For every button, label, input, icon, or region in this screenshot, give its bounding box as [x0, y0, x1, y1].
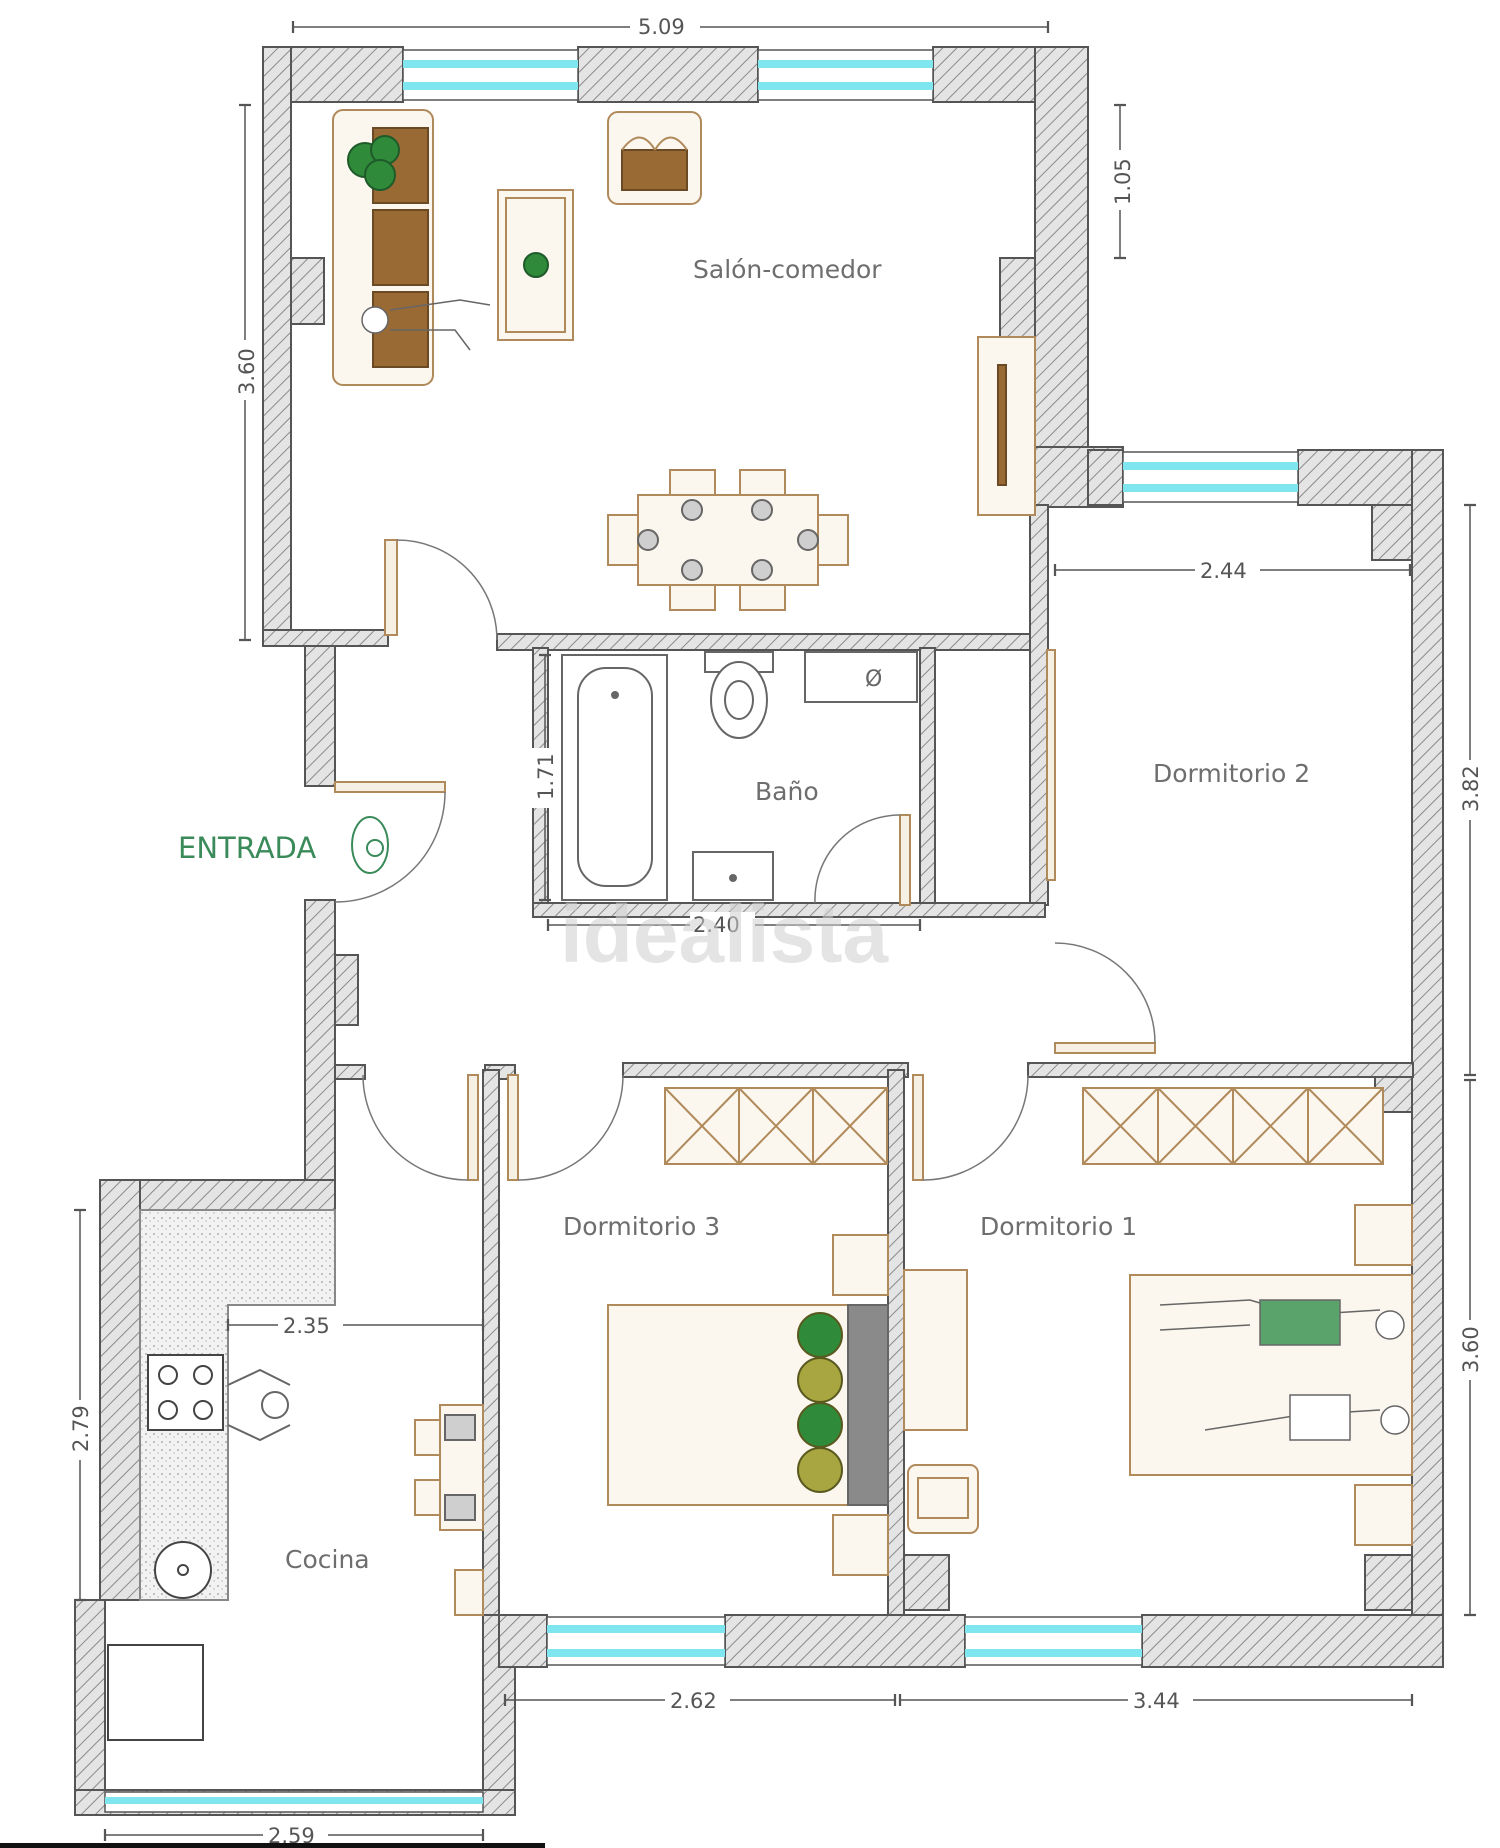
door-kitchen	[362, 1074, 479, 1181]
bed-dorm3	[607, 1234, 889, 1576]
dim-bano-height: 1.71	[534, 753, 558, 800]
bath-cabinet: Ø	[804, 651, 918, 703]
watermark: idealista	[560, 889, 890, 980]
wall-salon-right-upper	[1034, 46, 1089, 448]
window-kitchen	[104, 1791, 484, 1813]
wall-hall-bottom-c	[622, 1062, 909, 1078]
wall-bottom-a	[498, 1614, 548, 1668]
window-dorm2	[1122, 451, 1299, 503]
wall-salon-left	[262, 46, 292, 643]
room-label-dormitorio-1: Dormitorio 1	[980, 1212, 1137, 1241]
window-dorm3	[546, 1616, 726, 1666]
wall-right-outer	[1411, 449, 1444, 1666]
dim-top-width: 5.09	[638, 15, 685, 39]
room-label-bano: Baño	[755, 777, 819, 806]
dim-salon-height: 3.60	[235, 348, 259, 395]
kitchen-person	[227, 1368, 291, 1442]
svg-text:Ø: Ø	[865, 667, 882, 692]
wall-dorm2-pilaster	[1371, 504, 1413, 561]
wall-kitchen-left	[99, 1179, 141, 1601]
dining-table	[607, 469, 849, 611]
door-dorm2	[1054, 942, 1156, 1054]
wall-bano-right	[919, 647, 936, 904]
doors	[334, 539, 1156, 1181]
wardrobe-dorm3	[664, 1087, 888, 1165]
bath-sink	[692, 851, 774, 901]
armchair	[607, 111, 702, 205]
wall-kitchen-left-lower	[74, 1599, 106, 1816]
entrance-icon	[351, 816, 389, 874]
wall-dorm3-dorm1	[887, 1069, 905, 1616]
dim-dorm3-width: 2.62	[670, 1689, 717, 1713]
windows	[104, 49, 1299, 1813]
bathtub	[561, 654, 668, 901]
wall-salon-right-pilaster	[999, 257, 1036, 339]
kitchen-table	[414, 1404, 484, 1616]
plant-salon	[347, 135, 400, 191]
window-dorm1	[964, 1616, 1143, 1666]
wall-salon-bottom-left	[262, 629, 389, 647]
dimension-labels: 5.09 1.05 3.60 2.44 3.82 1.71 2.40 2.35 …	[66, 12, 1484, 1848]
bed-dorm1	[1129, 1204, 1413, 1546]
door-bano	[814, 814, 911, 906]
entrance-label: ENTRADA	[178, 831, 316, 865]
door-dorm3	[507, 1074, 624, 1181]
room-labels: Salón-comedor Dormitorio 2 Baño Dormitor…	[178, 255, 1310, 1574]
door-salon	[384, 539, 498, 641]
coffee-table	[497, 189, 574, 341]
dim-cocina-height: 2.79	[69, 1405, 93, 1452]
dim-cocina-width: 2.35	[283, 1314, 330, 1338]
sliding-door-dorm2-closet	[1046, 649, 1056, 881]
room-label-salon: Salón-comedor	[693, 255, 882, 284]
door-dorm1	[912, 1074, 1029, 1181]
dim-dorm2-height: 3.82	[1459, 765, 1483, 812]
desk-dorm1	[903, 1269, 979, 1534]
wall-dorm2-left	[1029, 504, 1049, 906]
wall-salon-bottom-right	[496, 633, 1038, 651]
dim-salon-window-offset: 1.05	[1111, 158, 1135, 205]
wall-hall-bottom-a	[334, 1064, 366, 1080]
kitchen-sink	[154, 1541, 212, 1599]
wall-salon-left-pilaster	[290, 257, 325, 325]
kitchen-hob	[147, 1354, 224, 1431]
wall-dorm3-left	[482, 1069, 500, 1616]
kitchen-counter	[139, 1209, 336, 1601]
tv-unit	[977, 336, 1036, 516]
kitchen-appliance	[107, 1644, 204, 1741]
dim-dorm1-height: 3.60	[1459, 1326, 1483, 1373]
bottom-edge-bar	[0, 1843, 545, 1848]
dim-bano-width: 2.40	[693, 913, 740, 937]
room-label-cocina: Cocina	[285, 1545, 370, 1574]
window-salon-left	[402, 49, 579, 101]
wall-bottom-c	[1141, 1614, 1444, 1668]
wall-bottom-b	[724, 1614, 966, 1668]
room-label-dormitorio-2: Dormitorio 2	[1153, 759, 1310, 788]
sofa	[332, 109, 434, 386]
wall-hall-bottom-d	[1027, 1062, 1414, 1078]
dim-dorm1-width: 3.44	[1133, 1689, 1180, 1713]
wall-hall-left-upper	[304, 645, 336, 787]
room-label-dormitorio-3: Dormitorio 3	[563, 1212, 720, 1241]
wall-dorm1-pilaster	[903, 1554, 950, 1611]
wall-hall-left-lower	[304, 899, 336, 1181]
plants-dorm3	[797, 1312, 843, 1493]
furniture: Ø	[107, 109, 1413, 1741]
wall-right-pilaster-bottom	[1364, 1554, 1413, 1611]
wall-hall-left-pilaster	[334, 954, 359, 1026]
person-sofa	[361, 299, 491, 351]
persons-bed-dorm1	[1159, 1299, 1410, 1441]
window-salon-right	[757, 49, 934, 101]
wardrobe-dorm1	[1082, 1087, 1384, 1165]
wall-bano-bottom	[532, 902, 1046, 918]
door-entrance	[334, 781, 446, 903]
wall-dorm2-top-left	[1087, 449, 1124, 506]
toilet	[704, 651, 774, 739]
wall-top-middle	[577, 46, 759, 103]
dim-dorm2-width: 2.44	[1200, 559, 1247, 583]
